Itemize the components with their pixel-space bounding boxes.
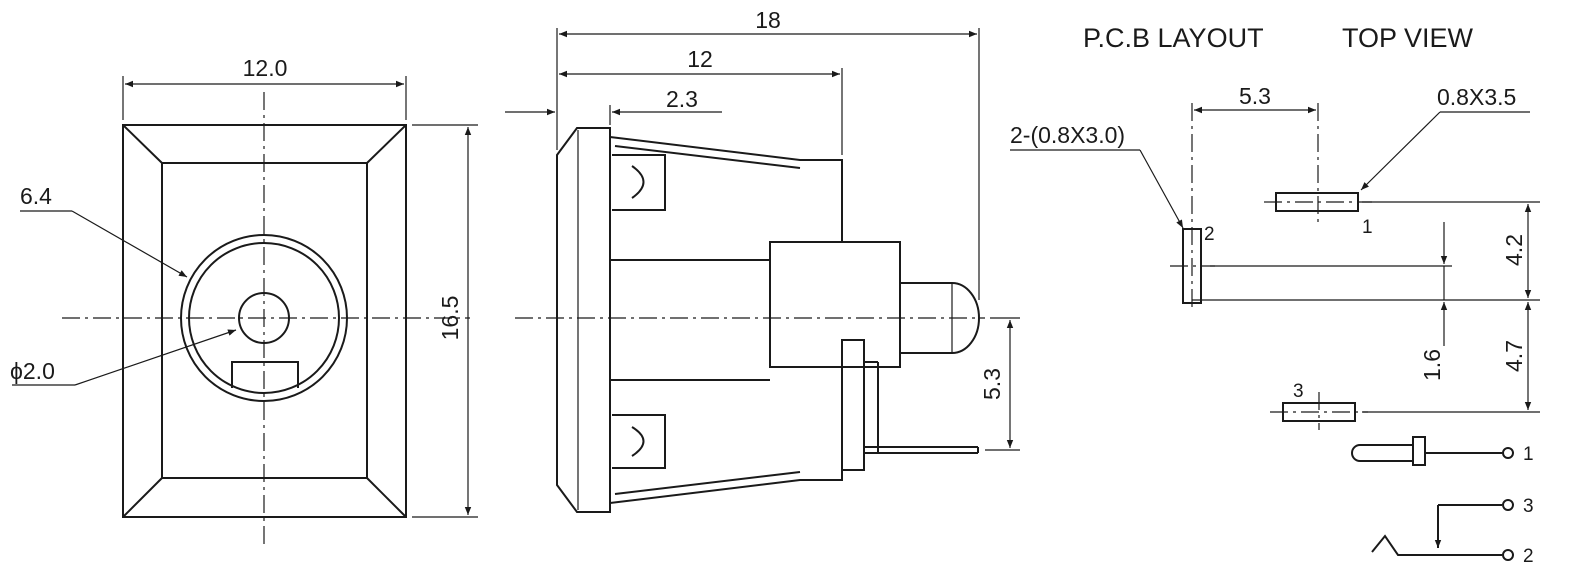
pad-1-label: 1 [1362,217,1373,238]
schematic-symbol: 1 3 2 [1351,436,1534,567]
spacing-1-2-label: 4.2 [1501,234,1527,266]
center-pin-sleeve [900,282,980,354]
pad-1-size-label: 0.8X3.5 [1437,84,1516,110]
rear-block [769,241,901,368]
pin-1-terminal [1502,447,1514,459]
terminal-post [841,339,865,471]
plug-symbol [1351,444,1413,462]
side-flange [556,127,611,513]
front-view: 12.0 16.5 6.4 ϕ2.0 [10,55,478,548]
sleeve-contact [1371,534,1502,556]
pad-spacing-label: 5.3 [1239,83,1271,109]
hole-diameter-label: 6.4 [20,183,52,209]
upper-latch [614,145,801,169]
bevel-tr [366,124,407,164]
pin-2-terminal [1502,549,1514,561]
schematic-pin-2-label: 2 [1523,546,1534,567]
height-dimension-label: 16.5 [437,296,463,341]
lower-latch [614,471,801,495]
offset-2-3-label: 1.6 [1419,349,1445,381]
pcb-layout: P.C.B LAYOUT TOP VIEW 1 2 3 5.3 0.8X3.5 … [1010,23,1540,430]
bevel-br [366,477,407,518]
schematic-pin-1-label: 1 [1523,444,1534,465]
pin-3-terminal [1502,499,1514,511]
flange-dimension-label: 2.3 [666,86,698,112]
pin-offset-label: 5.3 [979,368,1005,400]
bevel-tl [122,124,163,164]
pin-diameter-label: ϕ2.0 [10,358,55,384]
body-length-label: 12 [687,46,713,72]
side-body [609,136,843,242]
pcb-layout-heading: P.C.B LAYOUT [1083,23,1264,53]
pad-1-size-leader [1360,111,1441,191]
pad-2-label: 2 [1204,224,1215,245]
width-dimension-label: 12.0 [243,55,288,81]
pad-2-size-leader [1139,149,1184,229]
schematic-pin-3-label: 3 [1523,496,1534,517]
bevel-bl [122,477,163,518]
spacing-2-3-label: 4.7 [1501,340,1527,372]
pad-3-label: 3 [1293,381,1304,402]
contact-slot [231,361,299,388]
overall-length-label: 18 [755,7,781,33]
side-view: 18 12 2.3 5.3 [505,7,1020,513]
top-view-heading: TOP VIEW [1342,23,1474,53]
pad-2-size-label: 2-(0.8X3.0) [1010,122,1125,148]
